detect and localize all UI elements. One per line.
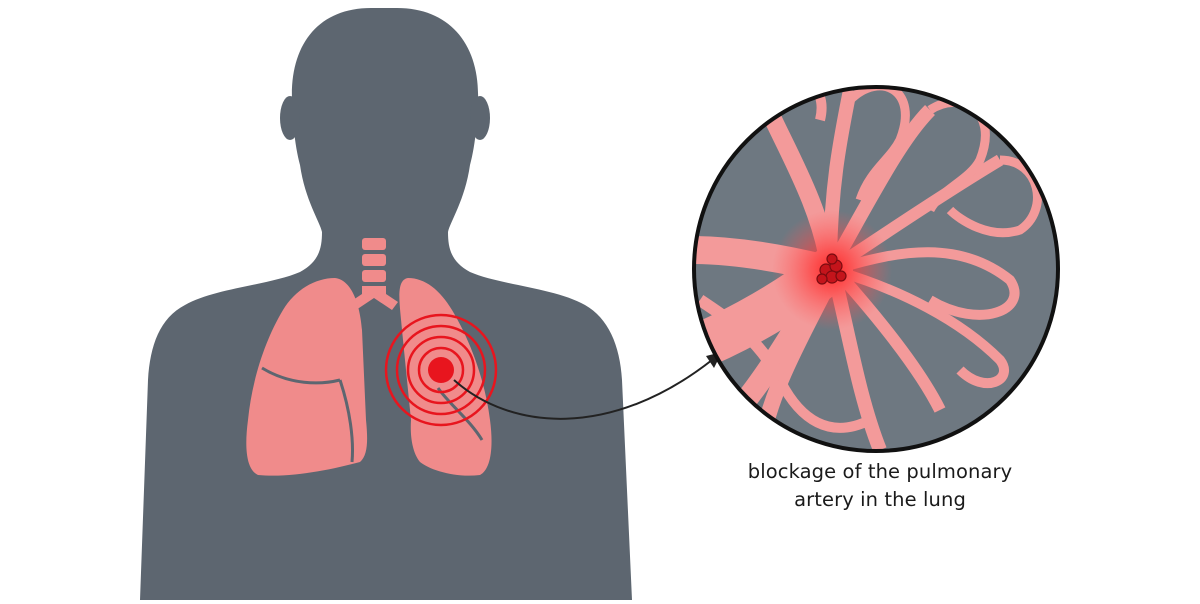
circle-zoom-icon: [692, 85, 1060, 453]
blood-vessels: [694, 87, 1042, 451]
trachea: [350, 238, 398, 310]
caption-line-2: artery in the lung: [794, 488, 966, 511]
blood-clot: [816, 253, 847, 285]
diagram-caption: blockage of the pulmonary artery in the …: [700, 458, 1060, 514]
caption-line-1: blockage of the pulmonary: [747, 460, 1013, 483]
left-lung: [246, 278, 368, 476]
concentric-rings-icon: [384, 313, 498, 427]
